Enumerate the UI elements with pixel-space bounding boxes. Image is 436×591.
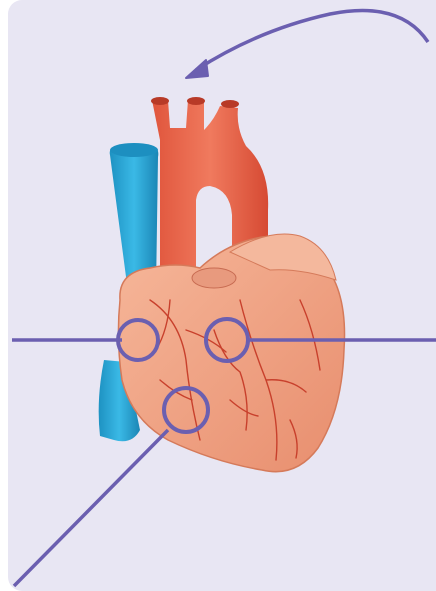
- callout-line-diagonal: [14, 430, 168, 586]
- curved-arrow-icon: [186, 11, 428, 79]
